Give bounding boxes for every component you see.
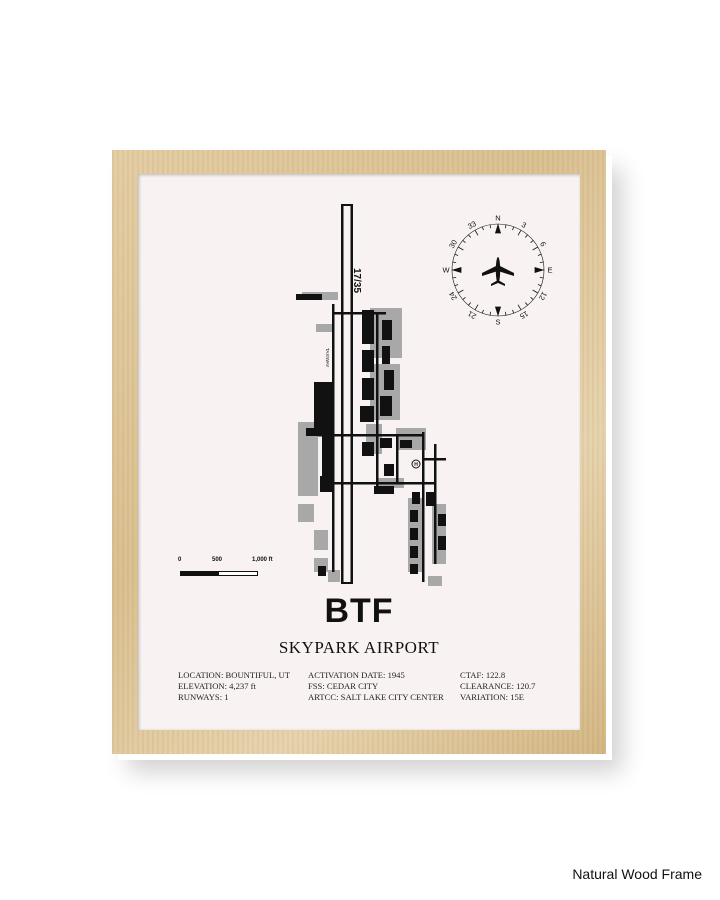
frame-caption: Natural Wood Frame: [572, 866, 702, 882]
compass-label: 6: [538, 240, 548, 248]
compass-tick: [468, 234, 471, 238]
compass-tick: [532, 289, 539, 294]
compass-label: 24: [447, 290, 459, 302]
compass-tick: [481, 226, 484, 231]
compass-tick: [454, 284, 459, 287]
compass-tick: [452, 261, 457, 264]
scale-label-1000: 1,000 ft: [252, 557, 273, 563]
compass-tick: [457, 246, 464, 251]
airport-code: BTF: [324, 592, 394, 630]
airport-diagram: 17/35 TAXIWAY: [296, 204, 446, 586]
compass-label: 3: [520, 220, 528, 230]
compass-tick: [454, 253, 459, 256]
compass-label: S: [495, 318, 500, 327]
compass-tick: [530, 297, 534, 300]
compass-arrowhead: [451, 266, 462, 274]
compass-label: N: [495, 214, 500, 223]
info-ctaf: CTAF: 122.8: [460, 670, 506, 680]
compass-label: W: [442, 266, 450, 275]
compass-tick: [474, 229, 479, 236]
scale-bar-black: [180, 571, 218, 576]
compass-label: 33: [466, 219, 478, 231]
info-column-1: LOCATION: BOUNTIFUL, UT ELEVATION: 4,237…: [178, 670, 290, 703]
compass-tick: [530, 240, 534, 243]
parallel-taxiway: [332, 304, 335, 572]
info-clearance: CLEARANCE: 120.7: [460, 681, 536, 691]
compass-tick: [462, 240, 466, 243]
compass-tick: [532, 246, 539, 251]
scale-bar-white: [218, 571, 258, 576]
compass-rose: N 3 6E 12 15S 21 24 W 30 33: [442, 214, 552, 327]
compass-tick: [525, 302, 528, 306]
info-variation: VARIATION: 15E: [460, 692, 525, 702]
compass-tick: [504, 311, 507, 316]
compass-tick: [504, 224, 507, 229]
compass-tick: [517, 229, 522, 236]
wood-frame: 17/35 TAXIWAY: [112, 150, 606, 754]
info-runways: RUNWAYS: 1: [178, 692, 229, 702]
hangars: [296, 294, 446, 576]
info-column-2: ACTIVATION DATE: 1945 FSS: CEDAR CITY AR…: [308, 670, 444, 703]
airport-name: SKYPARK AIRPORT: [278, 638, 440, 657]
compass-tick: [481, 309, 484, 314]
compass-tick: [462, 297, 466, 300]
compass-arrowhead: [494, 306, 502, 317]
compass-tick: [539, 276, 544, 279]
compass-arrowhead: [494, 223, 502, 234]
compass-label: 21: [466, 309, 478, 321]
heliport-label: H: [414, 462, 418, 468]
compass-tick: [525, 234, 528, 238]
compass-tick: [457, 289, 464, 294]
scale-label-0: 0: [178, 557, 182, 563]
info-activation: ACTIVATION DATE: 1945: [308, 670, 405, 680]
compass-label: 30: [447, 238, 459, 250]
compass-tick: [517, 304, 522, 311]
compass-label: E: [547, 266, 552, 275]
compass-tick: [489, 311, 492, 316]
compass-tick: [474, 304, 479, 311]
taxiway-label: TAXIWAY: [325, 348, 330, 367]
info-column-3: CTAF: 122.8 CLEARANCE: 120.7 VARIATION: …: [460, 670, 535, 703]
poster-mat: 17/35 TAXIWAY: [138, 174, 580, 730]
scale-bar: 0 500 1,000 ft: [178, 557, 288, 583]
info-elevation: ELEVATION: 4,237 ft: [178, 681, 256, 691]
runway-label: 17/35: [351, 268, 362, 293]
compass-tick: [539, 261, 544, 264]
scale-label-500: 500: [212, 557, 223, 563]
taxiway-connectors: [318, 312, 446, 582]
compass-tick: [537, 284, 542, 287]
airplane-icon: [482, 257, 514, 286]
compass-tick: [512, 309, 515, 314]
info-fss: FSS: CEDAR CITY: [308, 681, 379, 691]
compass-label: 12: [537, 290, 549, 302]
info-artcc: ARTCC: SALT LAKE CITY CENTER: [308, 692, 444, 702]
compass-label: 15: [518, 309, 530, 321]
heliport-symbol: [411, 459, 421, 469]
compass-tick: [452, 276, 457, 279]
compass-tick: [468, 302, 471, 306]
info-location: LOCATION: BOUNTIFUL, UT: [178, 670, 290, 680]
compass-arrowhead: [534, 266, 545, 274]
compass-tick: [537, 253, 542, 256]
compass-tick: [512, 226, 515, 231]
compass-tick: [489, 224, 492, 229]
